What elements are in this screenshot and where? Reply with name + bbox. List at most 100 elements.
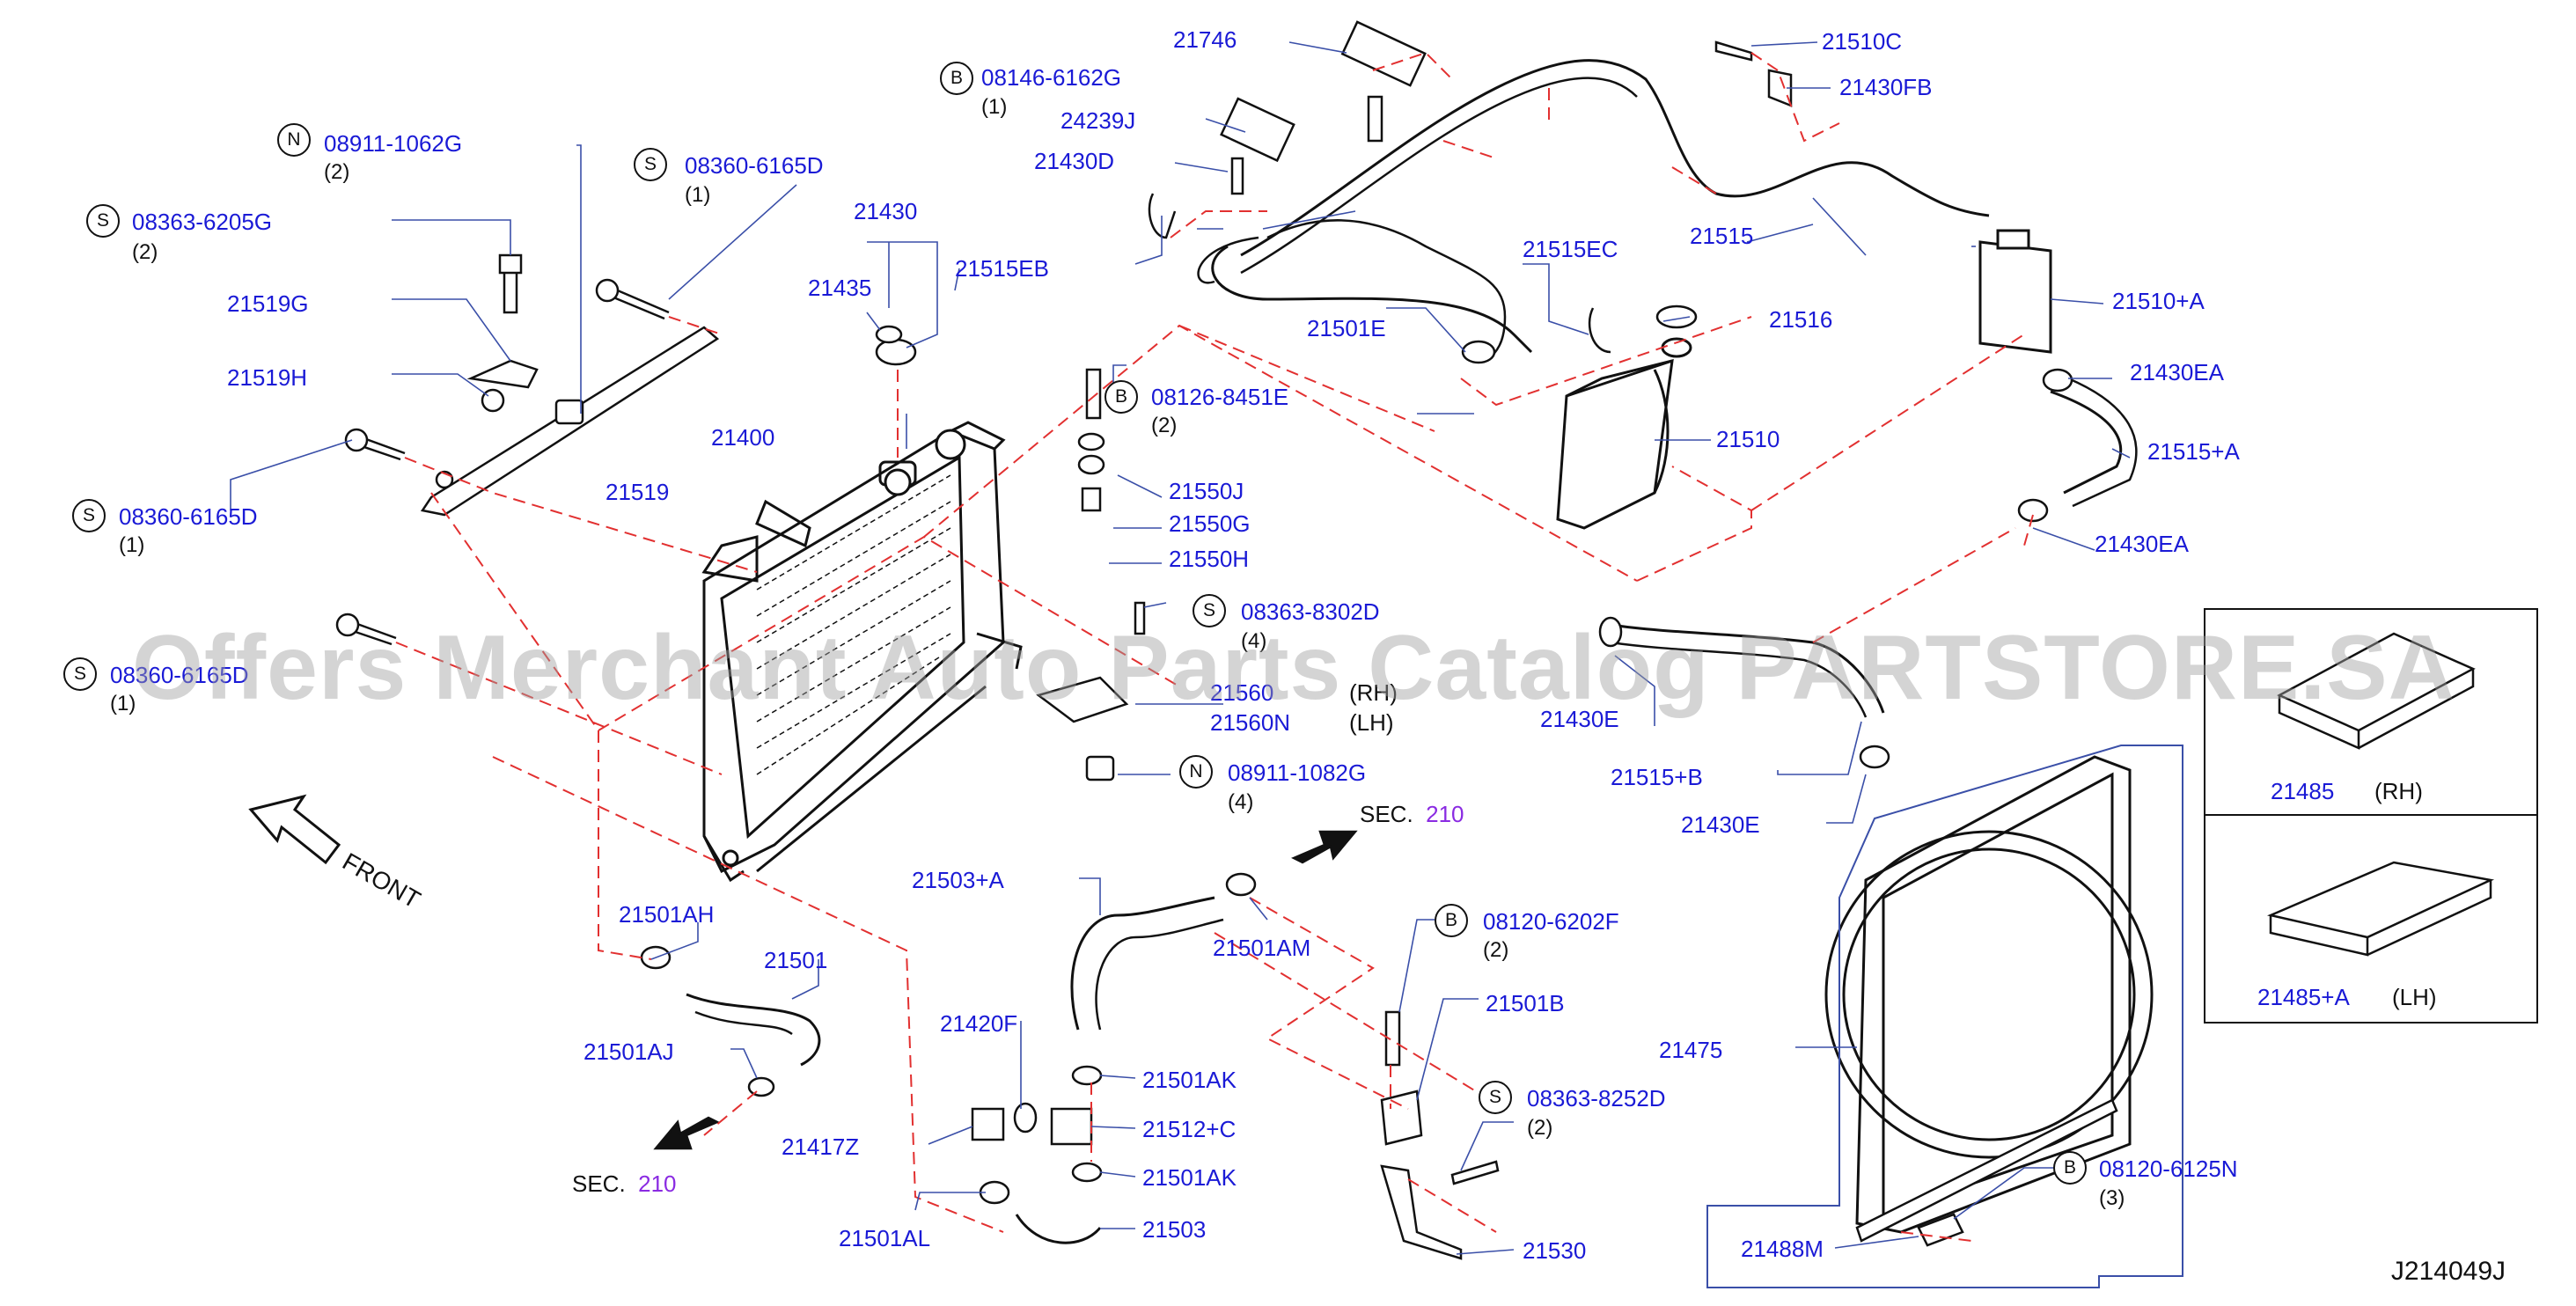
part-qty: (1)	[110, 692, 136, 715]
radiator-21400	[701, 421, 1023, 883]
part-label-08360-6165d[interactable]: 08360-6165D	[110, 662, 249, 688]
nut-08911-1062	[554, 399, 584, 425]
part-label-24239j[interactable]: 24239J	[1060, 107, 1136, 134]
part-label-08360-6165d[interactable]: 08360-6165D	[685, 152, 824, 179]
shroud-outline	[1706, 745, 2183, 1288]
part-qty: (2)	[324, 160, 350, 184]
part-label-08363-8252d[interactable]: 08363-8252D	[1527, 1085, 1666, 1112]
part-label-08120-6125n[interactable]: 08120-6125N	[2099, 1156, 2238, 1182]
clamp-21501e	[1461, 340, 1496, 364]
part-label-08363-6205g[interactable]: 08363-6205G	[132, 209, 273, 235]
part-label-21510[interactable]: 21510	[1716, 426, 1780, 452]
part-label-21501al[interactable]: 21501AL	[839, 1225, 931, 1251]
part-label-21515ec[interactable]: 21515EC	[1523, 236, 1618, 262]
part-label-21512c[interactable]: 21512+C	[1142, 1116, 1237, 1142]
part-side-rh: (RH)	[1349, 679, 1398, 706]
hose-21515	[1197, 59, 1990, 362]
sec-reference[interactable]: SEC. 210	[1360, 801, 1464, 828]
part-label-21550h[interactable]: 21550H	[1169, 546, 1250, 572]
part-label-21501b[interactable]: 21501B	[1486, 990, 1565, 1016]
part-label-21501[interactable]: 21501	[764, 947, 828, 973]
part-label-21485[interactable]: 21485	[2271, 778, 2335, 804]
part-label-21503[interactable]: 21503	[1142, 1216, 1207, 1243]
part-label-21519[interactable]: 21519	[605, 479, 670, 505]
part-label-21550g[interactable]: 21550G	[1169, 510, 1251, 537]
prefix-circle-s: S	[63, 657, 97, 691]
sec-arrow-icon-2	[653, 1116, 720, 1150]
part-label-21501ak[interactable]: 21501AK	[1142, 1164, 1237, 1191]
bolt-08363-6205	[498, 253, 523, 314]
part-label-21488m[interactable]: 21488M	[1741, 1236, 1824, 1262]
part-label-21550j[interactable]: 21550J	[1169, 478, 1244, 504]
hose-21515b	[1610, 623, 1885, 714]
part-label-08120-6202f[interactable]: 08120-6202F	[1483, 908, 1619, 935]
part-qty: (2)	[132, 240, 158, 264]
part-label-21485a[interactable]: 21485+A	[2257, 984, 2350, 1010]
bolt-08363-8302	[1134, 601, 1146, 635]
bolt-21430d	[1230, 157, 1244, 195]
part-label-21515b[interactable]: 21515+B	[1611, 764, 1703, 790]
washer-21550j	[1077, 432, 1105, 451]
seal-21485a	[2266, 861, 2495, 957]
figure-code: J214049J	[2390, 1257, 2506, 1286]
part-label-21430fb[interactable]: 21430FB	[1839, 74, 1933, 100]
part-label-21515[interactable]: 21515	[1690, 223, 1754, 249]
part-label-21430e[interactable]: 21430E	[1681, 811, 1760, 838]
bolt-08120-6125	[1917, 1213, 1964, 1247]
bracket-21519g	[466, 359, 539, 389]
bolt-08146	[1367, 95, 1383, 143]
mount-21550g	[1077, 454, 1105, 475]
part-label-21501aj[interactable]: 21501AJ	[583, 1038, 674, 1065]
part-label-21519g[interactable]: 21519G	[227, 290, 309, 317]
part-label-21516[interactable]: 21516	[1769, 306, 1833, 333]
part-qty: (2)	[1151, 414, 1178, 437]
part-label-08360-6165d[interactable]: 08360-6165D	[119, 503, 258, 530]
clamp-21430ea-1	[2042, 368, 2073, 393]
part-label-21501am[interactable]: 21501AM	[1213, 935, 1311, 961]
bolt-08360-top	[595, 278, 670, 320]
part-label-21430ea[interactable]: 21430EA	[2095, 531, 2189, 557]
prefix-circle-n: N	[1179, 755, 1213, 789]
part-label-08363-8302d[interactable]: 08363-8302D	[1241, 598, 1380, 625]
part-label-21560n[interactable]: 21560N	[1210, 709, 1291, 736]
prefix-circle-s: S	[86, 204, 120, 238]
prefix-circle-s: S	[1479, 1081, 1512, 1114]
part-label-21503a[interactable]: 21503+A	[912, 867, 1004, 893]
part-label-21400[interactable]: 21400	[711, 424, 775, 451]
bolt-08120-6202	[1384, 1010, 1401, 1067]
bracket-21501b	[1380, 1090, 1423, 1146]
part-label-21435[interactable]: 21435	[808, 275, 872, 301]
sec-text: SEC.	[572, 1170, 626, 1197]
part-label-21420f[interactable]: 21420F	[940, 1010, 1018, 1037]
shroud-21475	[1824, 755, 2154, 1234]
part-label-08126-8451e[interactable]: 08126-8451E	[1151, 384, 1289, 410]
part-label-08911-1062g[interactable]: 08911-1062G	[324, 130, 463, 157]
clamp-21501ak-1	[1071, 1065, 1103, 1086]
part-label-21430[interactable]: 21430	[854, 198, 918, 224]
part-label-21475[interactable]: 21475	[1659, 1037, 1723, 1063]
part-label-21746[interactable]: 21746	[1173, 26, 1237, 53]
cap-21430	[875, 338, 917, 366]
sec-reference[interactable]: SEC. 210	[572, 1170, 677, 1198]
part-label-21515a[interactable]: 21515+A	[2147, 438, 2240, 465]
part-label-21430e[interactable]: 21430E	[1540, 706, 1619, 732]
part-label-21510c[interactable]: 21510C	[1822, 28, 1903, 55]
part-label-21510a[interactable]: 21510+A	[2112, 288, 2205, 314]
part-label-21530[interactable]: 21530	[1523, 1237, 1587, 1264]
part-label-21501ak[interactable]: 21501AK	[1142, 1067, 1237, 1093]
part-label-21515eb[interactable]: 21515EB	[955, 255, 1049, 282]
part-label-21501ah[interactable]: 21501AH	[619, 901, 715, 928]
part-label-21519h[interactable]: 21519H	[227, 364, 308, 391]
part-side-lh: (LH)	[2392, 984, 2437, 1010]
part-label-21430ea[interactable]: 21430EA	[2130, 359, 2224, 385]
part-label-21560[interactable]: 21560	[1210, 679, 1274, 706]
part-label-21417z[interactable]: 21417Z	[782, 1134, 860, 1160]
tube-21417z	[971, 1107, 1005, 1141]
part-label-21430d[interactable]: 21430D	[1034, 148, 1115, 174]
part-qty: (2)	[1483, 938, 1509, 962]
prefix-circle-s: S	[72, 499, 106, 532]
part-label-08911-1082g[interactable]: 08911-1082G	[1228, 759, 1367, 786]
tank-21510a	[1978, 229, 2052, 354]
part-label-21501e[interactable]: 21501E	[1307, 315, 1386, 341]
part-label-08146-6162g[interactable]: 08146-6162G	[981, 64, 1122, 91]
